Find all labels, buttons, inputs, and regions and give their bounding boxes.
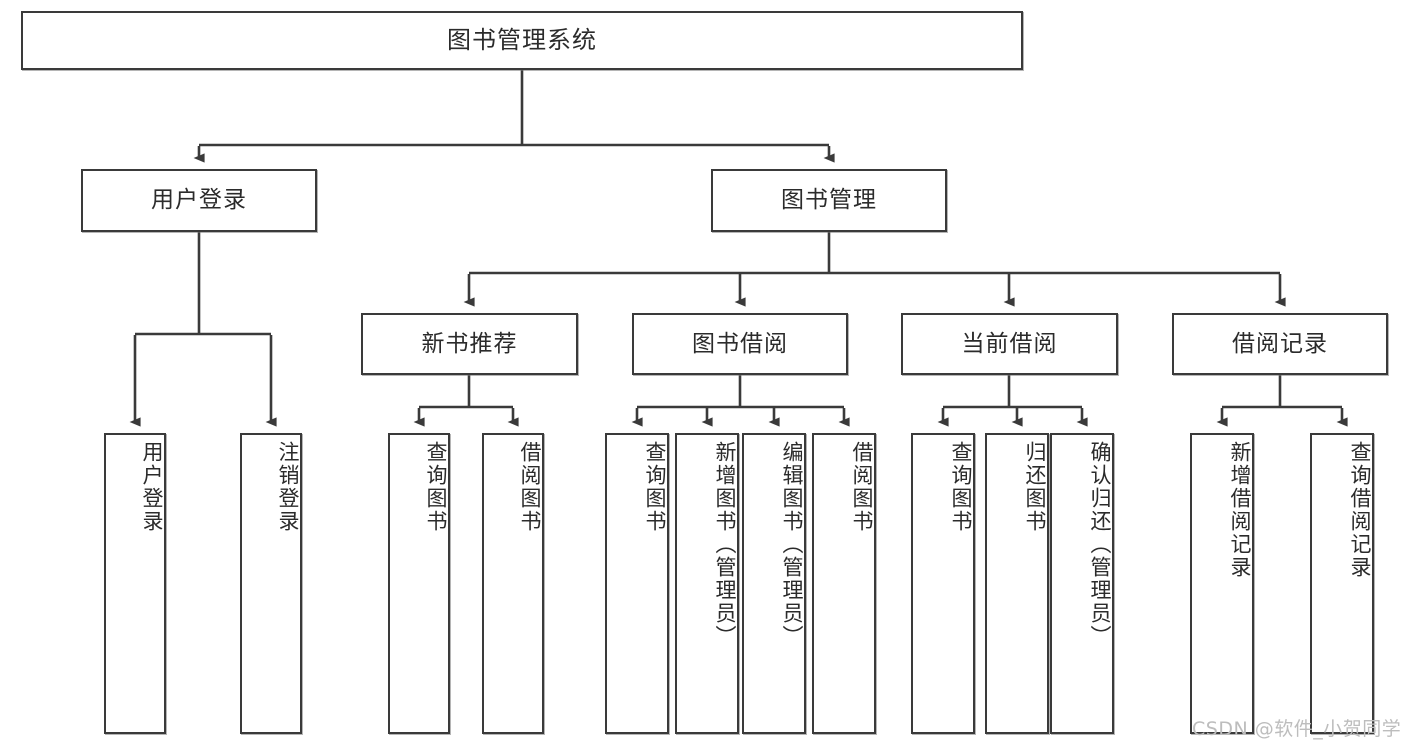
- node-user-login[interactable]: 用户登录: [81, 169, 317, 232]
- leaf-query-book-new-book[interactable]: 查询图书: [388, 433, 450, 734]
- node-book-borrow[interactable]: 图书借阅: [632, 313, 848, 375]
- node-label: 借阅图书: [850, 441, 874, 533]
- node-book-manage[interactable]: 图书管理: [711, 169, 947, 232]
- leaf-confirm-return-admin[interactable]: 确认归还（管理员）: [1050, 433, 1114, 734]
- node-label: 新书推荐: [421, 330, 518, 357]
- node-label: 注销登录: [276, 441, 300, 533]
- leaf-edit-book-admin[interactable]: 编辑图书（管理员）: [742, 433, 806, 734]
- leaf-user-logout[interactable]: 注销登录: [240, 433, 302, 734]
- node-label: 新增图书（管理员）: [713, 441, 737, 648]
- node-current-borrow[interactable]: 当前借阅: [901, 313, 1118, 375]
- leaf-query-book-borrow[interactable]: 查询图书: [605, 433, 669, 734]
- node-label: 编辑图书（管理员）: [780, 441, 804, 648]
- node-label: 查询图书: [949, 441, 973, 533]
- leaf-borrow-book-new-book[interactable]: 借阅图书: [482, 433, 544, 734]
- leaf-return-book[interactable]: 归还图书: [985, 433, 1049, 734]
- leaf-query-book-current[interactable]: 查询图书: [911, 433, 975, 734]
- leaf-query-borrow-record[interactable]: 查询借阅记录: [1310, 433, 1374, 734]
- node-label: 确认归还（管理员）: [1088, 441, 1112, 648]
- node-label: 查询图书: [424, 441, 448, 533]
- node-borrow-record[interactable]: 借阅记录: [1172, 313, 1388, 375]
- node-label: 借阅记录: [1232, 330, 1328, 357]
- leaf-add-borrow-record[interactable]: 新增借阅记录: [1190, 433, 1254, 734]
- node-label: 借阅图书: [518, 441, 542, 533]
- csdn-watermark: CSDN @软件_小贺同学: [1192, 714, 1401, 741]
- watermark-text: CSDN @软件_小贺同学: [1192, 718, 1402, 740]
- node-new-book-recommend[interactable]: 新书推荐: [361, 313, 578, 375]
- node-label: 查询借阅记录: [1348, 441, 1372, 579]
- node-label: 图书管理系统: [447, 25, 597, 54]
- node-label: 查询图书: [643, 441, 667, 533]
- node-label: 当前借阅: [961, 330, 1058, 357]
- node-label: 图书借阅: [692, 330, 788, 357]
- node-label: 新增借阅记录: [1228, 441, 1252, 579]
- node-label: 图书管理: [781, 187, 877, 214]
- node-label: 用户登录: [151, 187, 247, 214]
- node-label: 归还图书: [1023, 441, 1047, 533]
- leaf-user-login[interactable]: 用户登录: [104, 433, 166, 734]
- leaf-add-book-admin[interactable]: 新增图书（管理员）: [675, 433, 739, 734]
- node-root-图书管理系统[interactable]: 图书管理系统: [21, 11, 1023, 70]
- node-label: 用户登录: [140, 441, 164, 533]
- leaf-borrow-book-borrow[interactable]: 借阅图书: [812, 433, 876, 734]
